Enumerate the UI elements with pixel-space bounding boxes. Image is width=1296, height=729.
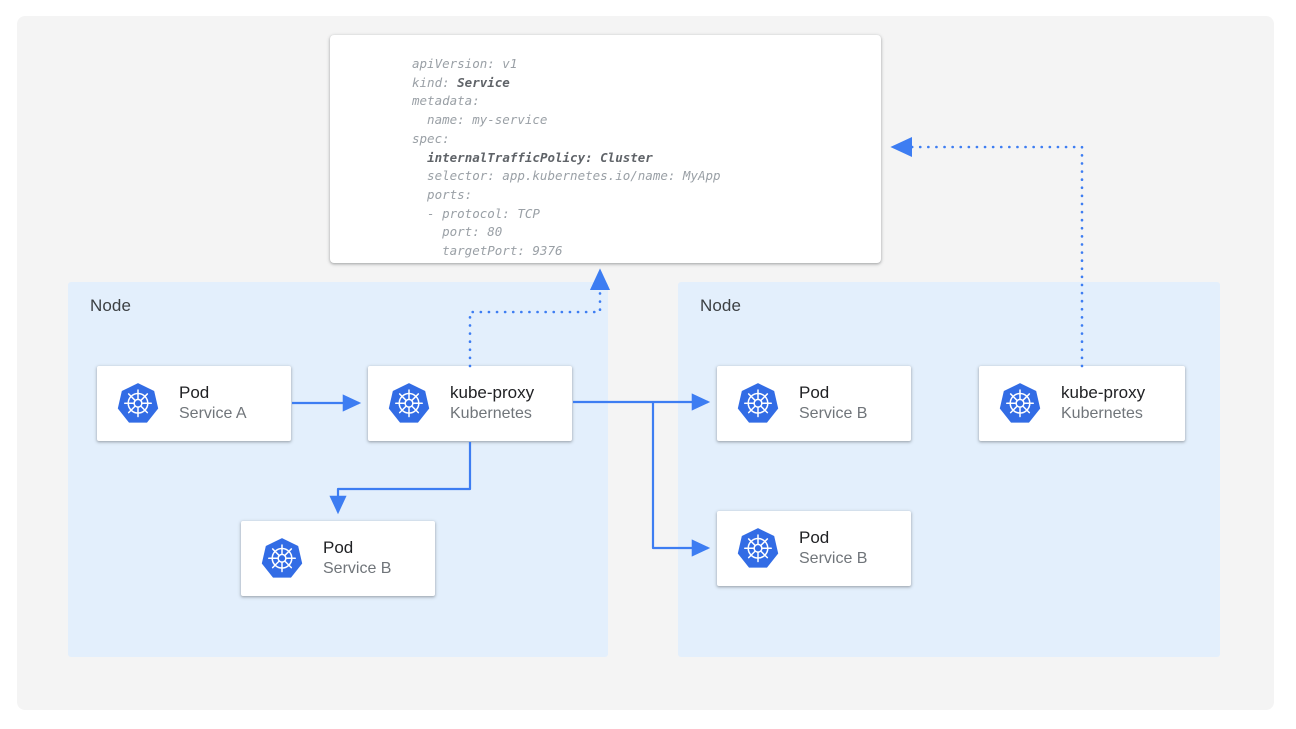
kubernetes-logo-icon bbox=[735, 526, 781, 572]
card-text-pod-service-b-right-top: Pod Service B bbox=[799, 383, 867, 423]
card-kube-proxy-left[interactable]: kube-proxy Kubernetes bbox=[368, 366, 572, 441]
card-subtitle: Service A bbox=[179, 405, 247, 423]
card-title: Pod bbox=[799, 528, 830, 548]
card-pod-service-b-right-top[interactable]: Pod Service B bbox=[717, 366, 911, 441]
card-subtitle: Service B bbox=[799, 405, 868, 423]
kubernetes-logo-icon bbox=[735, 381, 781, 427]
node-container-right: Node bbox=[678, 282, 1220, 657]
kubernetes-logo-icon bbox=[115, 381, 161, 427]
card-kube-proxy-right[interactable]: kube-proxy Kubernetes bbox=[979, 366, 1185, 441]
card-title: Pod bbox=[179, 383, 210, 403]
card-title: Pod bbox=[323, 538, 354, 558]
card-text-pod-service-b-left: Pod Service B bbox=[323, 538, 391, 578]
service-manifest-code: apiVersion: v1 kind: Service metadata: n… bbox=[412, 56, 721, 259]
node-label-right: Node bbox=[700, 296, 742, 315]
node-label-left: Node bbox=[90, 296, 132, 315]
node-container-left: Node bbox=[68, 282, 608, 657]
card-title: kube-proxy bbox=[1061, 383, 1146, 403]
card-pod-service-b-left[interactable]: Pod Service B bbox=[241, 521, 435, 596]
kubernetes-logo-icon bbox=[259, 536, 305, 582]
card-subtitle: Service B bbox=[799, 550, 868, 568]
card-subtitle: Service B bbox=[323, 560, 392, 578]
card-text-kube-proxy-left: kube-proxy Kubernetes bbox=[450, 383, 534, 423]
card-subtitle: Kubernetes bbox=[450, 405, 532, 423]
service-manifest-panel: apiVersion: v1 kind: Service metadata: n… bbox=[330, 35, 881, 263]
card-pod-service-b-right-bottom[interactable]: Pod Service B bbox=[717, 511, 911, 586]
card-text-pod-service-b-right-bottom: Pod Service B bbox=[799, 528, 867, 568]
kubernetes-logo-icon bbox=[386, 381, 432, 427]
card-text-pod-service-a: Pod Service A bbox=[179, 383, 247, 423]
card-subtitle: Kubernetes bbox=[1061, 405, 1143, 423]
card-title: kube-proxy bbox=[450, 383, 535, 403]
card-title: Pod bbox=[799, 383, 830, 403]
card-text-kube-proxy-right: kube-proxy Kubernetes bbox=[1061, 383, 1145, 423]
kubernetes-logo-icon bbox=[997, 381, 1043, 427]
card-pod-service-a[interactable]: Pod Service A bbox=[97, 366, 291, 441]
